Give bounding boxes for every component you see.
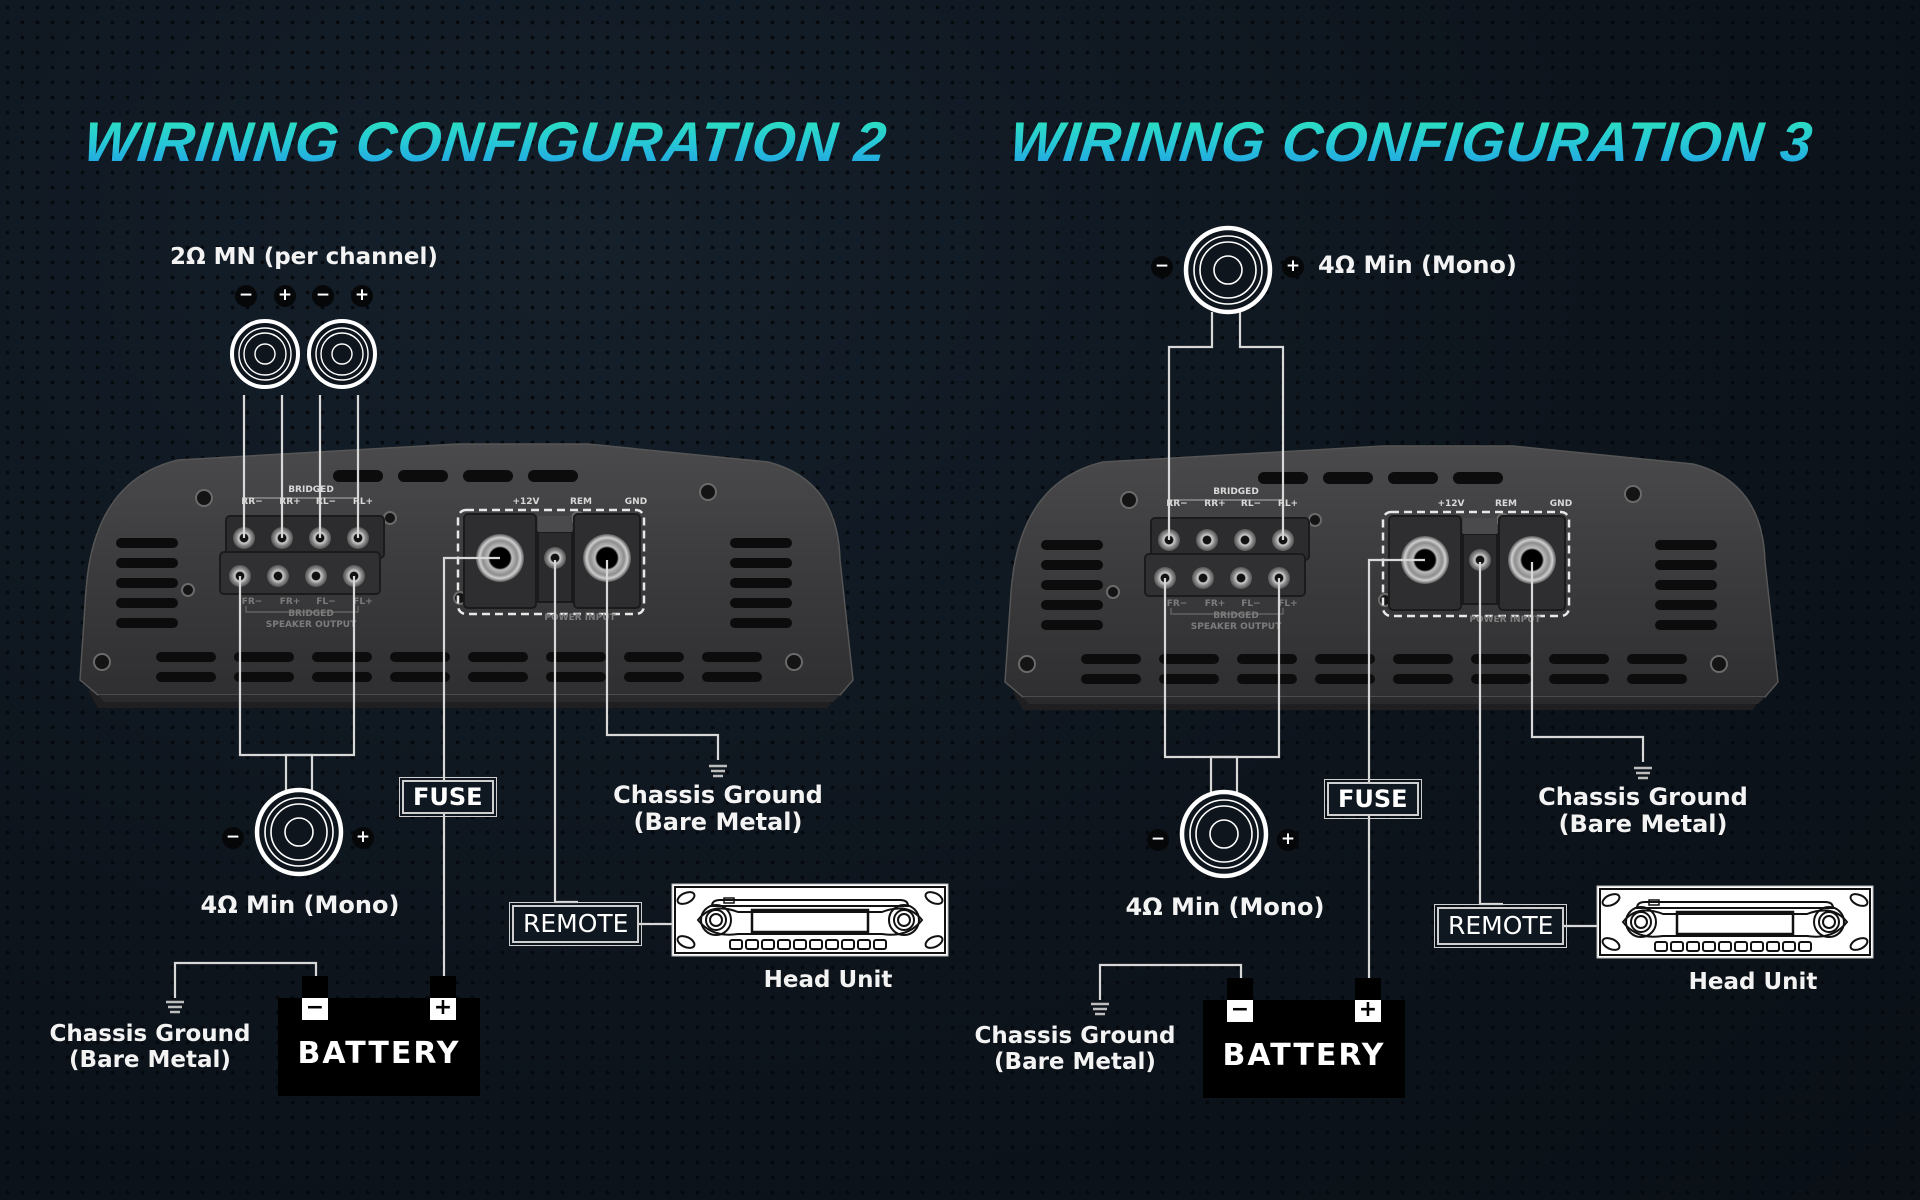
battery-negative-terminal: − (302, 976, 328, 1020)
ground-label-line2: (Bare Metal) (994, 1048, 1156, 1075)
battery-positive-terminal: + (1355, 978, 1381, 1022)
power-12v-label: +12V (1437, 499, 1464, 509)
ground-label-line2: (Bare Metal) (1558, 809, 1728, 838)
ground-icon (164, 1000, 186, 1014)
ground-label-line1: Chassis Ground (49, 1021, 251, 1047)
terminal-label: FL− (1241, 599, 1260, 609)
terminal-label: RL+ (1278, 499, 1298, 509)
speaker-icon (230, 319, 300, 389)
config-3-amp-ground-label: Chassis Ground (Bare Metal) (1533, 784, 1753, 838)
config-3-wires (1098, 312, 1645, 1000)
terminal-label: FR+ (1205, 599, 1226, 609)
head-unit-icon (1595, 884, 1875, 960)
head-unit-label: Head Unit (1688, 969, 1818, 995)
speaker-icon (257, 790, 341, 874)
config-3-diagram: BRIDGED RR− RR+ RL− RL+ FR− FR+ FL− FL+ … (1003, 228, 1875, 1016)
terminal-label: FL+ (1278, 599, 1297, 609)
battery-positive-terminal: + (430, 976, 456, 1020)
bridged-top-label: BRIDGED (1213, 487, 1259, 497)
battery-label: BATTERY (297, 1036, 461, 1071)
terminal-label: RR− (1166, 499, 1187, 509)
terminal-label: RR+ (279, 497, 300, 507)
minus-polarity-icon: − (1151, 256, 1173, 278)
plus-polarity-icon: + (274, 285, 296, 307)
bridged-bottom-label: BRIDGED (288, 609, 334, 619)
config-2-battery-ground-label: Chassis Ground (Bare Metal) (40, 1021, 260, 1074)
fuse-label: FUSE (1324, 779, 1422, 819)
ground-label-line2: (Bare Metal) (633, 807, 803, 836)
speaker-icon (1182, 792, 1266, 876)
ground-label-line2: (Bare Metal) (69, 1046, 231, 1073)
terminal-label: RL+ (353, 497, 373, 507)
plus-polarity-icon: + (351, 285, 373, 307)
config-2-amp-ground-label: Chassis Ground (Bare Metal) (608, 782, 828, 836)
config-2-amp-labels: BRIDGED RR− RR+ RL− RL+ FR− FR+ FL− FL+ … (241, 485, 647, 630)
plus-polarity-icon: + (1282, 256, 1304, 278)
terminal-label: RR+ (1204, 499, 1225, 509)
terminal-label: FR− (242, 597, 263, 607)
bridged-top-label: BRIDGED (288, 485, 334, 495)
terminal-label: RL− (316, 497, 336, 507)
power-input-label: POWER INPUT (1469, 615, 1541, 625)
fuse-label: FUSE (399, 777, 497, 817)
terminal-label: RL− (1241, 499, 1261, 509)
speaker-icon (307, 319, 377, 389)
config-3-mono-speaker-label: 4Ω Min (Mono) (1125, 893, 1325, 921)
power-12v-label: +12V (512, 497, 539, 507)
power-gnd-label: GND (1550, 499, 1572, 509)
plus-polarity-icon: + (1277, 829, 1299, 851)
remote-label: REMOTE (1433, 904, 1568, 948)
terminal-label: FL+ (353, 597, 372, 607)
bridged-bottom-label: BRIDGED (1213, 611, 1259, 621)
terminal-label: FR+ (280, 597, 301, 607)
minus-polarity-icon: − (312, 285, 334, 307)
power-input-label: POWER INPUT (544, 613, 616, 623)
ground-label-line1: Chassis Ground (1538, 783, 1748, 811)
power-rem-label: REM (570, 497, 592, 507)
ground-icon (1089, 1002, 1111, 1016)
config-3-top-speaker-label: 4Ω Min (Mono) (1318, 251, 1517, 279)
ground-label-line1: Chassis Ground (613, 781, 823, 809)
power-gnd-label: GND (625, 497, 647, 507)
config-2-diagram: BRIDGED RR− RR+ RL− RL+ FR− FR+ FL− FL+ … (78, 319, 950, 1014)
ground-icon (707, 764, 729, 778)
minus-polarity-icon: − (235, 285, 257, 307)
terminal-label: RR− (241, 497, 262, 507)
head-unit-label: Head Unit (763, 967, 893, 993)
speaker-output-label: SPEAKER OUTPUT (266, 620, 357, 630)
battery-negative-terminal: − (1227, 978, 1253, 1022)
power-rem-label: REM (1495, 499, 1517, 509)
minus-polarity-icon: − (222, 827, 244, 849)
ground-label-line1: Chassis Ground (974, 1023, 1176, 1049)
config-2-top-speakers-label: 2Ω MN (per channel) (170, 244, 438, 270)
amplifier (1003, 444, 1780, 712)
terminal-label: FR− (1167, 599, 1188, 609)
head-unit-icon (670, 882, 950, 958)
remote-label: REMOTE (508, 902, 643, 946)
config-3-battery-ground-label: Chassis Ground (Bare Metal) (965, 1023, 1185, 1076)
plus-polarity-icon: + (352, 827, 374, 849)
ground-icon (1632, 766, 1654, 780)
speaker-output-label: SPEAKER OUTPUT (1191, 622, 1282, 632)
speaker-icon (1186, 228, 1270, 312)
config-3-amp-labels: BRIDGED RR− RR+ RL− RL+ FR− FR+ FL− FL+ … (1166, 487, 1572, 632)
minus-polarity-icon: − (1147, 829, 1169, 851)
terminal-label: FL− (316, 597, 335, 607)
config-2-mono-speaker-label: 4Ω Min (Mono) (200, 891, 400, 919)
battery-label: BATTERY (1222, 1038, 1386, 1073)
config-2-wires (173, 395, 720, 998)
amplifier (78, 442, 855, 710)
